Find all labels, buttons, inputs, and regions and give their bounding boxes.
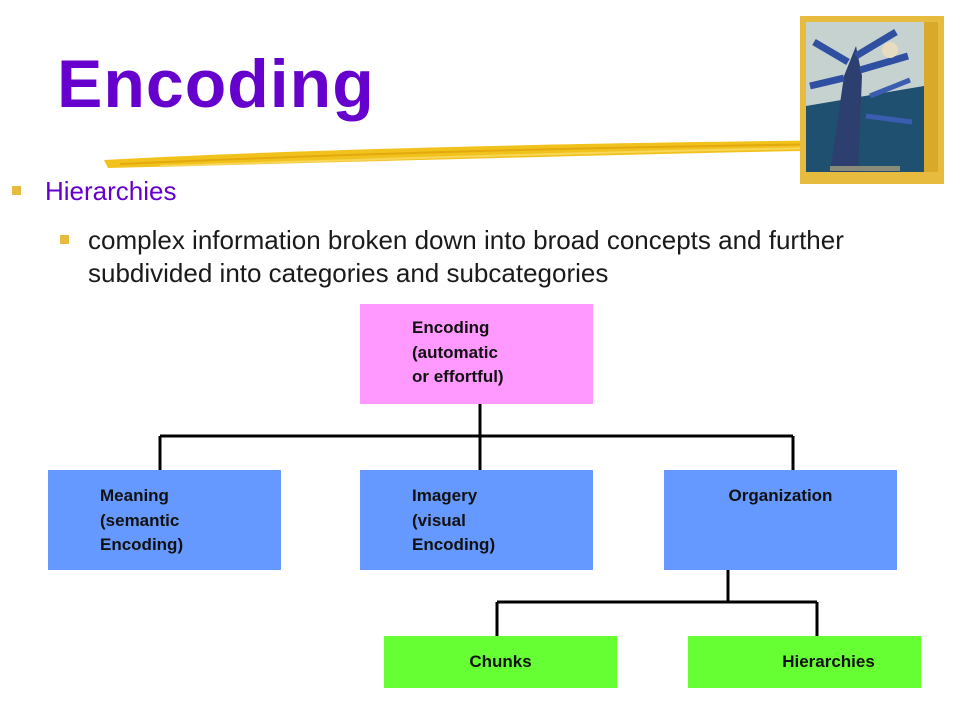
slide-title: Encoding: [57, 46, 375, 122]
bullet-level1: Hierarchies: [12, 176, 177, 207]
imagery-box: Imagery (visual Encoding): [360, 470, 593, 570]
encoding-root-box: Encoding (automatic or effortful): [360, 304, 593, 404]
bullet-level1-text: Hierarchies: [45, 176, 177, 206]
bullet-square-icon: [60, 235, 69, 244]
hierarchies-box: Hierarchies: [688, 636, 921, 688]
bullet-level2: complex information broken down into bro…: [60, 224, 940, 289]
meaning-box: Meaning (semantic Encoding): [48, 470, 281, 570]
organization-box: Organization: [664, 470, 897, 570]
bullet-square-icon: [12, 185, 21, 195]
brush-stroke-underline: [104, 140, 858, 168]
chunks-box: Chunks: [384, 636, 617, 688]
book-cover-image: [800, 16, 944, 184]
bullet-level2-text: complex information broken down into bro…: [88, 225, 844, 288]
